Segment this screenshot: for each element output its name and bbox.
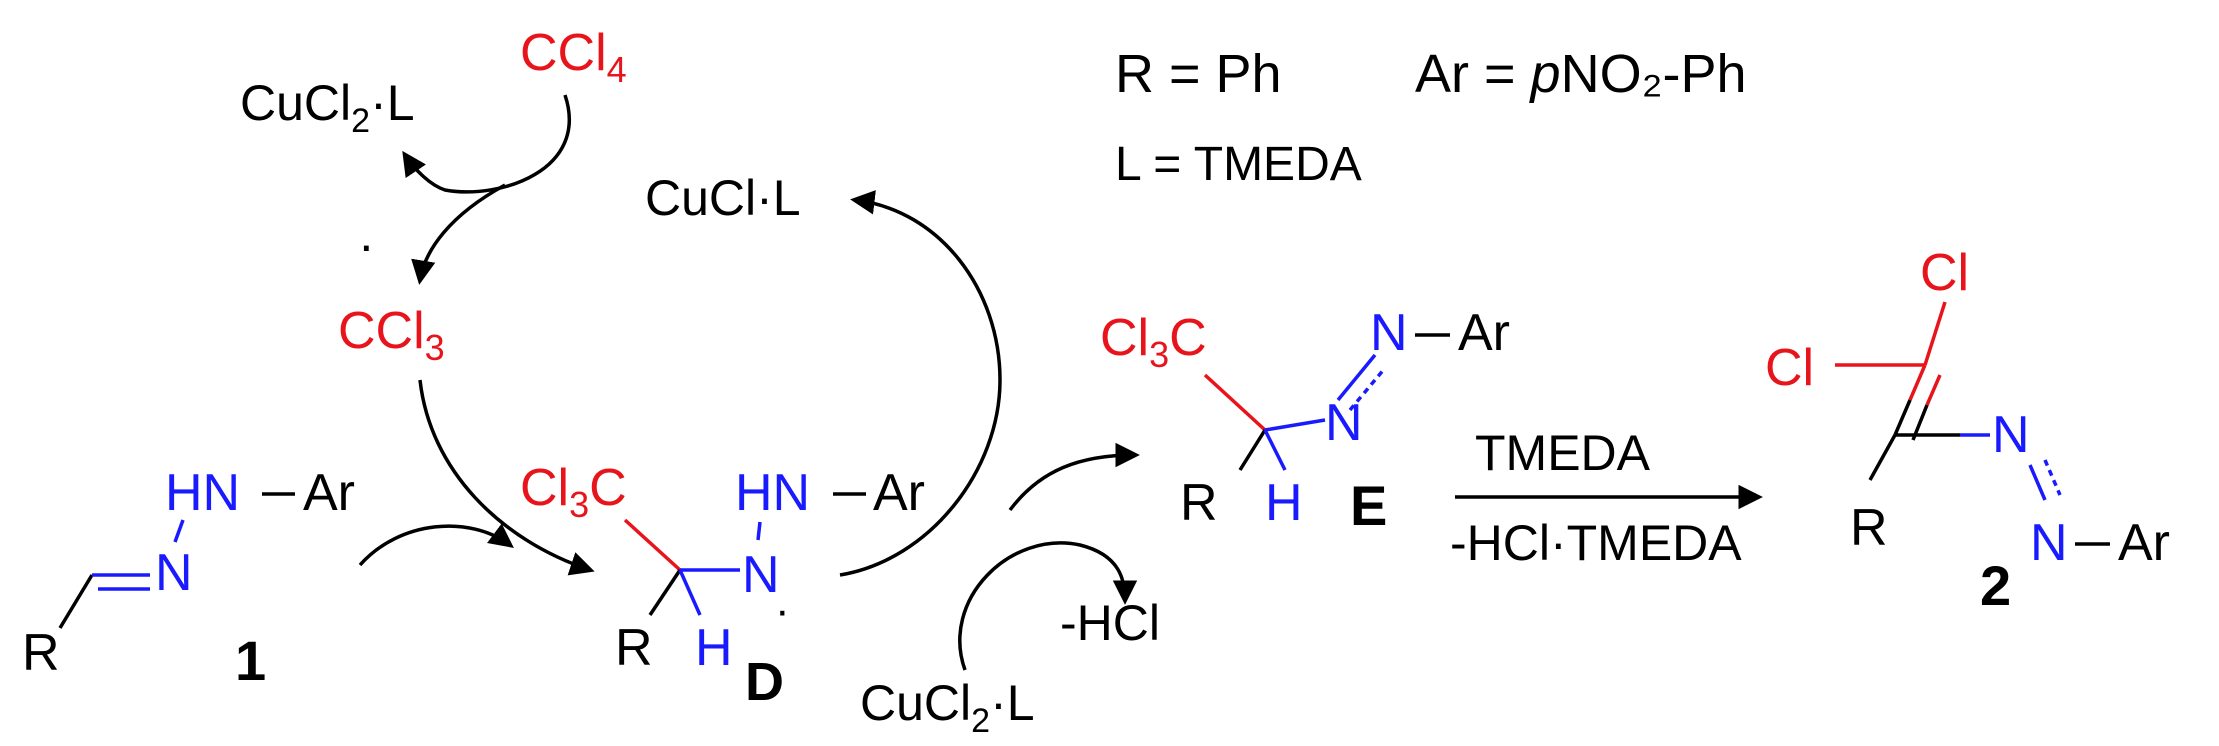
- arrow-1-to-D: [358, 523, 514, 567]
- d-h: H: [695, 619, 733, 677]
- d-n: N: [742, 546, 780, 604]
- product-2: Cl Cl N N Ar R 2: [1765, 244, 2170, 617]
- arrow-D-to-cucl: [839, 190, 1002, 577]
- e-label: E: [1350, 474, 1387, 537]
- e-ar: Ar: [1458, 304, 1510, 362]
- ar-definition: Ar = pNO₂-Ph: [1415, 44, 1747, 104]
- arrow-cucl2-bottom: [958, 541, 1138, 671]
- d-hn: HN: [735, 464, 810, 522]
- p2-cl-top: Cl: [1920, 244, 1969, 302]
- cucl2-l-bottom: CuCl2·L: [860, 675, 1035, 740]
- e-n-top: N: [1370, 304, 1408, 362]
- r-definition: R = Ph: [1115, 44, 1282, 104]
- p2-r: R: [1850, 499, 1888, 557]
- compound-1: HN Ar N R 1: [22, 464, 355, 692]
- compound-1-n: N: [155, 544, 193, 602]
- condition-below-arrow: -HCl·TMEDA: [1450, 515, 1742, 571]
- p2-n-top: N: [1992, 406, 2030, 464]
- intermediate-e: Cl3C N Ar N R H E: [1100, 304, 1510, 537]
- ccl3-radical: CCl3: [338, 302, 445, 368]
- ccl4-reagent: CCl4: [520, 24, 627, 90]
- compound-1-number: 1: [235, 629, 266, 692]
- p2-cl-left: Cl: [1765, 339, 1814, 397]
- reaction-arrow: TMEDA -HCl·TMEDA: [1450, 425, 1763, 571]
- d-label: D: [745, 652, 784, 712]
- intermediate-d: Cl3C HN Ar N · R H D: [520, 459, 925, 712]
- l-definition: L = TMEDA: [1115, 138, 1362, 191]
- reagent-above-arrow: TMEDA: [1475, 425, 1651, 481]
- e-n-bottom: N: [1325, 394, 1363, 452]
- cucl-l: CuCl·L: [645, 170, 801, 226]
- e-h: H: [1265, 474, 1303, 532]
- arrow-D-to-E: [1008, 442, 1140, 512]
- compound-1-r: R: [22, 624, 60, 682]
- p2-n-bottom: N: [2030, 514, 2068, 572]
- minus-hcl: -HCl: [1060, 595, 1160, 651]
- arrow-to-ccl3: [411, 183, 506, 285]
- d-r: R: [615, 619, 653, 677]
- e-cl3c: Cl3C: [1100, 309, 1207, 375]
- compound-1-ar: Ar: [303, 464, 355, 522]
- arrow-ccl4-to-cucl2: [402, 94, 572, 194]
- ccl3-radical-dot: ·: [358, 217, 375, 273]
- definitions: R = Ph Ar = pNO₂-Ph L = TMEDA: [1115, 44, 1747, 191]
- compound-1-hn: HN: [165, 464, 240, 522]
- d-radical-dot: ·: [775, 586, 790, 635]
- catalytic-cycle: CuCl2·L CCl4 CuCl·L · CCl3 CuCl2·L -HCl: [240, 24, 1160, 740]
- d-cl3c: Cl3C: [520, 459, 627, 525]
- d-ar: Ar: [873, 464, 925, 522]
- p2-ar: Ar: [2118, 514, 2170, 572]
- cucl2-l-top: CuCl2·L: [240, 75, 415, 140]
- e-r: R: [1180, 474, 1218, 532]
- arrow-ccl3-to-D: [418, 379, 595, 576]
- p2-number: 2: [1980, 554, 2011, 617]
